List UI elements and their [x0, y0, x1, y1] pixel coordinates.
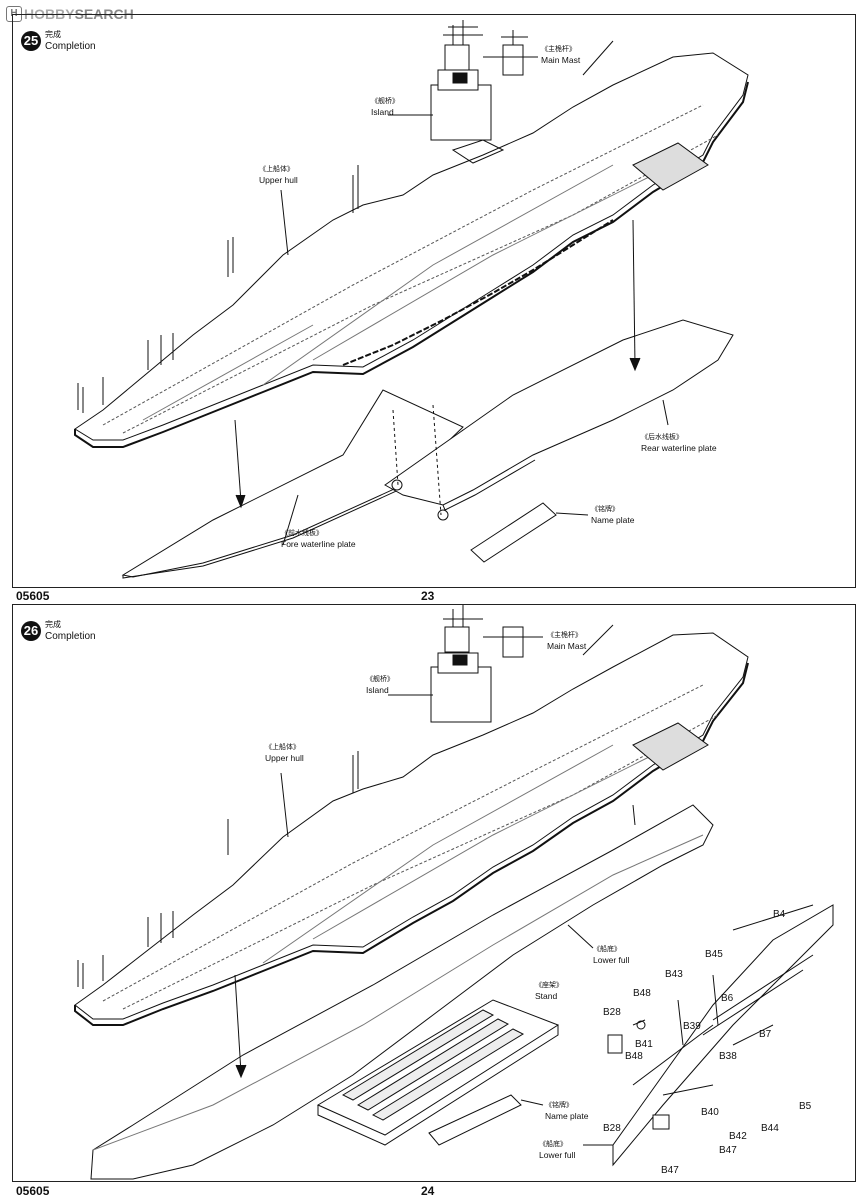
carrier-assembly-drawing-25	[74, 20, 749, 579]
part-label: B48	[633, 988, 651, 999]
label-lower-full-en: Lower full	[593, 955, 630, 965]
label-lower-full-2-en: Lower full	[539, 1150, 576, 1160]
label-island-zh: 《舰桥》	[366, 676, 394, 683]
carrier-assembly-drawing-26	[74, 605, 834, 1180]
label-fore-waterline-plate: 《前水线板》 Fore waterline plate	[281, 529, 356, 549]
part-label: B28	[603, 1123, 621, 1134]
part-label: B47	[719, 1145, 737, 1156]
label-island-zh: 《舰桥》	[371, 98, 399, 105]
step-title-en: Completion	[45, 41, 96, 52]
label-main-mast: 《主桅杆》 Main Mast	[541, 45, 580, 65]
label-fore-waterline-en: Fore waterline plate	[281, 539, 356, 549]
label-main-mast-en: Main Mast	[547, 641, 587, 651]
label-upper-hull-zh: 《上船体》	[265, 744, 300, 751]
label-rear-waterline-plate: 《后水线板》 Rear waterline plate	[641, 433, 717, 453]
step-title-zh: 完成	[45, 30, 61, 39]
label-upper-hull-zh: 《上船体》	[259, 166, 294, 173]
part-label: B45	[705, 949, 723, 960]
label-island: 《舰桥》 Island	[371, 97, 399, 117]
label-main-mast-zh: 《主桅杆》	[547, 632, 582, 639]
part-label: B40	[701, 1107, 719, 1118]
step-marker: 25 完成 Completion	[21, 29, 96, 53]
label-name-plate-zh: 《铭牌》	[545, 1102, 573, 1109]
instruction-panel-step-26: 26 完成 Completion 《主桅杆》 Main Mast 《舰桥》 Is…	[12, 604, 856, 1182]
label-lower-full: 《船底》 Lower full	[593, 945, 629, 965]
label-upper-hull-en: Upper hull	[259, 175, 298, 185]
part-label: B47	[661, 1165, 679, 1176]
step-number: 25	[21, 31, 41, 51]
product-code-page-24: 05605	[16, 1184, 50, 1198]
label-stand: 《座架》 Stand	[535, 981, 563, 1001]
label-rear-waterline-zh: 《后水线板》	[641, 434, 683, 441]
part-label: B39	[683, 1021, 701, 1032]
part-label: B38	[719, 1051, 737, 1062]
part-label: B48	[625, 1051, 643, 1062]
part-label: B41	[635, 1039, 653, 1050]
label-name-plate-zh: 《铭牌》	[591, 506, 619, 513]
label-main-mast-en: Main Mast	[541, 55, 581, 65]
page-number-23: 23	[421, 589, 435, 603]
label-island-en: Island	[371, 107, 394, 117]
label-upper-hull: 《上船体》 Upper hull	[265, 743, 304, 763]
instruction-panel-step-25: 25 完成 Completion 《主桅杆》 Main Mast 《舰桥》 Is…	[12, 14, 856, 588]
label-upper-hull: 《上船体》 Upper hull	[259, 165, 298, 185]
label-island: 《舰桥》 Island	[366, 675, 394, 695]
label-island-en: Island	[366, 685, 389, 695]
label-upper-hull-en: Upper hull	[265, 753, 304, 763]
label-name-plate-en: Name plate	[545, 1111, 589, 1121]
step-title-zh: 完成	[45, 620, 61, 629]
step-marker: 26 完成 Completion	[21, 619, 96, 643]
label-name-plate: 《铭牌》 Name plate	[545, 1101, 588, 1121]
step-title: 完成 Completion	[45, 619, 96, 643]
part-label: B6	[721, 993, 734, 1004]
label-stand-zh: 《座架》	[535, 982, 563, 989]
part-label: B5	[799, 1101, 812, 1112]
label-name-plate: 《铭牌》 Name plate	[591, 505, 634, 525]
part-label: B4	[773, 909, 786, 920]
part-label: B28	[603, 1007, 621, 1018]
label-rear-waterline-en: Rear waterline plate	[641, 443, 717, 453]
label-name-plate-en: Name plate	[591, 515, 635, 525]
label-lower-full-2: 《船底》 Lower full	[539, 1140, 575, 1160]
label-main-mast-zh: 《主桅杆》	[541, 46, 576, 53]
label-fore-waterline-zh: 《前水线板》	[281, 530, 323, 537]
step-number: 26	[21, 621, 41, 641]
product-code-page-23: 05605	[16, 589, 50, 603]
label-lower-full-2-zh: 《船底》	[539, 1141, 567, 1148]
label-lower-full-zh: 《船底》	[593, 946, 621, 953]
page-number-24: 24	[421, 1184, 435, 1198]
step-title: 完成 Completion	[45, 29, 96, 53]
part-label: B44	[761, 1123, 779, 1134]
part-label: B43	[665, 969, 683, 980]
label-main-mast: 《主桅杆》 Main Mast	[547, 631, 586, 651]
step-title-en: Completion	[45, 631, 96, 642]
part-label: B42	[729, 1131, 747, 1142]
part-label: B7	[759, 1029, 772, 1040]
label-stand-en: Stand	[535, 991, 558, 1001]
